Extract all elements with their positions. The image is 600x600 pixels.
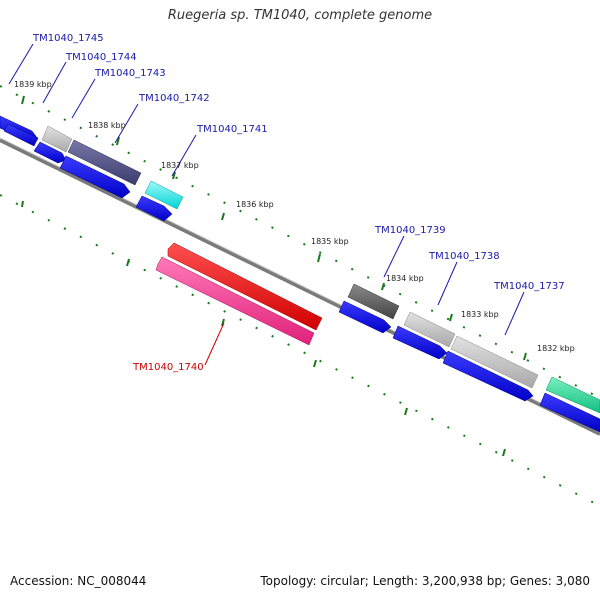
gene-arrow[interactable] <box>347 283 400 320</box>
gene-arrow[interactable] <box>41 125 73 153</box>
scale-labels: 1839 kbp 1838 kbp 1837 kbp 1836 kbp 1835… <box>14 80 575 353</box>
accession-text: Accession: NC_008044 <box>10 574 147 588</box>
gene-arrow[interactable] <box>167 242 323 331</box>
scale-label: 1834 kbp <box>386 274 424 283</box>
gene-arrow[interactable] <box>545 376 600 414</box>
gene-arrow[interactable] <box>67 139 142 186</box>
outer-tick-track <box>0 85 600 399</box>
gene-arrow[interactable] <box>442 350 534 402</box>
gene-arrow[interactable] <box>539 392 600 433</box>
scale-label: 1839 kbp <box>14 80 52 89</box>
inner-tick-track <box>0 194 600 507</box>
reverse-strand-features <box>155 242 323 346</box>
scale-label: 1832 kbp <box>537 344 575 353</box>
outer-major-ticks <box>21 95 527 361</box>
gene-label-tm1040-1738[interactable]: TM1040_1738 <box>428 251 500 262</box>
scale-label: 1838 kbp <box>88 121 126 130</box>
gene-arrow[interactable] <box>3 123 39 147</box>
gene-arrow[interactable] <box>155 256 315 346</box>
gene-label-tm1040-1742[interactable]: TM1040_1742 <box>138 93 210 104</box>
gene-label-tm1040-1739[interactable]: TM1040_1739 <box>374 225 446 236</box>
scale-label: 1837 kbp <box>161 161 199 170</box>
gene-arrow[interactable] <box>33 141 67 164</box>
gene-label-tm1040-1744[interactable]: TM1040_1744 <box>65 52 137 63</box>
topology-text: Topology: circular; Length: 3,200,938 bp… <box>260 574 590 588</box>
gene-label-tm1040-1737[interactable]: TM1040_1737 <box>493 281 565 292</box>
gene-arrow[interactable] <box>392 325 448 360</box>
map-title: Ruegeria sp. TM1040, complete genome <box>167 8 433 23</box>
strand-arrows <box>3 123 600 433</box>
gene-arrow[interactable] <box>450 335 539 389</box>
gene-label-tm1040-1743[interactable]: TM1040_1743 <box>94 68 166 79</box>
gene-labels: TM1040_1745 TM1040_1744 TM1040_1743 TM10… <box>32 33 565 373</box>
gene-label-tm1040-1741[interactable]: TM1040_1741 <box>196 124 268 135</box>
gene-label-tm1040-1740[interactable]: TM1040_1740 <box>132 362 204 373</box>
gene-arrow[interactable] <box>338 300 392 334</box>
scale-label: 1836 kbp <box>236 200 274 209</box>
gene-arrow[interactable] <box>135 195 173 222</box>
gene-arrow[interactable] <box>403 311 456 348</box>
gene-arrow[interactable] <box>144 180 184 210</box>
gene-arrow[interactable] <box>59 155 131 199</box>
inner-major-ticks <box>21 200 506 457</box>
forward-strand-features <box>0 115 600 414</box>
leader-lines <box>8 43 525 366</box>
gene-label-tm1040-1745[interactable]: TM1040_1745 <box>32 33 104 44</box>
scale-label: 1835 kbp <box>311 237 349 246</box>
scale-label: 1833 kbp <box>461 310 499 319</box>
